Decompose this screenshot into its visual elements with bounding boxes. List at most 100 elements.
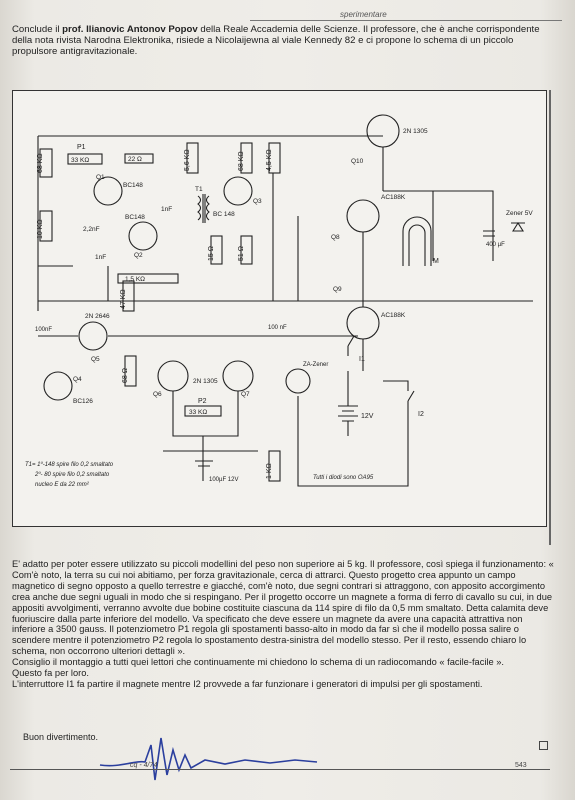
cap-400uf-label: 400 µF bbox=[486, 242, 505, 248]
footer-rule bbox=[10, 769, 550, 770]
q4-type: BC126 bbox=[73, 398, 93, 405]
switch-i2 bbox=[407, 390, 415, 411]
za-label: ZA-Zener bbox=[303, 362, 328, 368]
circuit-schematic: 68 KΩ 10 KΩ P1 33 KΩ 22 Ω Q1 BC148 Q2 BC… bbox=[25, 114, 533, 488]
resistor-10k-label: 10 KΩ bbox=[37, 219, 44, 239]
magnet-label: M bbox=[433, 258, 439, 265]
transistor-q6 bbox=[157, 360, 189, 392]
resistor-47k bbox=[122, 280, 135, 312]
p1-value: 33 KΩ bbox=[71, 157, 89, 164]
resistor-68k-b-label: 68 KΩ bbox=[238, 151, 245, 171]
transistor-q5 bbox=[78, 321, 108, 351]
potentiometer-p1 bbox=[67, 153, 103, 165]
q1-type: BC148 bbox=[123, 182, 143, 189]
resistor-22-label: 22 Ω bbox=[128, 156, 142, 163]
body-paragraph-1: E' adatto per poter essere utilizzato su… bbox=[12, 559, 554, 657]
section-label: sperimentare bbox=[340, 10, 387, 19]
resistor-5k6-label: 5,6 KΩ bbox=[184, 149, 191, 171]
q9-label: Q9 bbox=[333, 286, 342, 293]
battery-12v bbox=[338, 371, 358, 436]
transistor-q10 bbox=[366, 114, 400, 148]
transistor-q7 bbox=[222, 360, 254, 392]
resistor-1k5-label: 1,5 KΩ bbox=[125, 276, 145, 283]
potentiometer-p2 bbox=[184, 405, 222, 417]
article-body: E' adatto per poter essere utilizzato su… bbox=[12, 559, 557, 690]
page-number: 543 bbox=[515, 762, 527, 769]
zener-label: Zener 5V bbox=[506, 210, 533, 217]
resistor-15-label: 15 Ω bbox=[208, 246, 215, 261]
t1-label: T1 bbox=[195, 186, 203, 193]
q5-label: Q5 bbox=[91, 356, 100, 363]
issue-label: cq - 4/74 bbox=[130, 762, 158, 769]
q6-q7-type: 2N 1305 bbox=[193, 378, 218, 385]
q8-label: Q8 bbox=[331, 234, 340, 241]
resistor-51 bbox=[240, 235, 253, 265]
horseshoe-magnet bbox=[402, 216, 432, 266]
capacitor-100uf bbox=[195, 460, 213, 467]
battery-label: 12V bbox=[361, 413, 374, 420]
q3-label: Q3 bbox=[253, 198, 262, 205]
q1-label: Q1 bbox=[96, 174, 105, 181]
top-rail-wire bbox=[37, 135, 383, 311]
p2-value: 33 KΩ bbox=[189, 409, 207, 416]
body-paragraph-4: L'interruttore I1 fa partire il magnete … bbox=[12, 678, 483, 689]
q5-type: 2N 2646 bbox=[85, 313, 110, 320]
transistor-q2 bbox=[128, 221, 158, 251]
resistor-68k-b bbox=[240, 142, 253, 174]
resistor-68k bbox=[39, 148, 53, 178]
p2-label: P2 bbox=[198, 398, 207, 405]
resistor-1k bbox=[268, 450, 281, 482]
zener-diode bbox=[511, 221, 525, 232]
handwritten-signature bbox=[99, 737, 318, 781]
header-rule bbox=[250, 20, 562, 21]
p1-label: P1 bbox=[77, 144, 86, 151]
transformer-note-1: T1= 1º-148 spire filo 0,2 smaltato bbox=[25, 461, 114, 468]
resistor-1k5 bbox=[117, 273, 179, 284]
intro-lead: Conclude il bbox=[12, 24, 63, 35]
transformer-t1 bbox=[197, 194, 210, 223]
q3-type: BC 148 bbox=[213, 211, 235, 218]
output-wiring bbox=[362, 147, 494, 371]
transformer-note-2: 2º- 80 spire filo 0,2 smaltato bbox=[34, 471, 110, 478]
end-mark-box bbox=[539, 741, 548, 750]
intro-rest: della Reale Accademia delle Scienze. Il … bbox=[12, 24, 540, 57]
q10-type: 2N 1305 bbox=[403, 128, 428, 135]
resistor-5k6 bbox=[186, 142, 199, 174]
i2-label: I2 bbox=[418, 411, 424, 418]
resistor-1k-label: 1 KΩ bbox=[266, 463, 273, 479]
transistor-q9 bbox=[346, 306, 380, 340]
resistor-4k5 bbox=[268, 142, 281, 174]
q10-label: Q10 bbox=[351, 158, 364, 165]
resistor-51-label: 51 Ω bbox=[238, 246, 245, 261]
cap-1nf-b-label: 1nF bbox=[161, 206, 172, 213]
column-rule bbox=[549, 90, 551, 545]
transformer-note-3: nucleo E da 22 mm² bbox=[35, 482, 90, 488]
transistor-q8 bbox=[346, 199, 380, 233]
transistor-q3 bbox=[223, 176, 253, 206]
cap-2n2-label: 2,2nF bbox=[83, 226, 100, 233]
transistor-q4 bbox=[43, 371, 73, 401]
q2-label: Q2 bbox=[134, 252, 143, 259]
cap-100nf-label: 100nF bbox=[35, 327, 52, 333]
resistor-22 bbox=[124, 153, 154, 164]
cap-100nf-b-label: 100 nF bbox=[268, 325, 287, 331]
za-diode bbox=[285, 368, 311, 394]
q6-label: Q6 bbox=[153, 391, 162, 398]
resistor-68k-label: 68 KΩ bbox=[37, 153, 44, 173]
middle-bus-wire bbox=[38, 173, 533, 302]
transistor-q1 bbox=[93, 176, 123, 206]
lower-wiring bbox=[38, 335, 358, 481]
closing-line: Buon divertimento. bbox=[23, 732, 99, 742]
resistor-68 bbox=[124, 355, 137, 387]
capacitor-400uf bbox=[483, 230, 495, 237]
q7-label: Q7 bbox=[241, 391, 250, 398]
q4-label: Q4 bbox=[73, 376, 82, 383]
q2-type: BC148 bbox=[125, 214, 145, 221]
diodes-note: Tutti i diodi sono OA95 bbox=[313, 475, 374, 481]
resistor-47k-label: 47 KΩ bbox=[120, 289, 127, 309]
resistor-68-label: 68 Ω bbox=[122, 368, 129, 383]
i1-label: I1 bbox=[359, 356, 365, 363]
q9-type: AC188K bbox=[381, 312, 406, 319]
resistor-10k bbox=[39, 210, 53, 242]
resistor-4k5-label: 4,5 KΩ bbox=[266, 149, 273, 171]
